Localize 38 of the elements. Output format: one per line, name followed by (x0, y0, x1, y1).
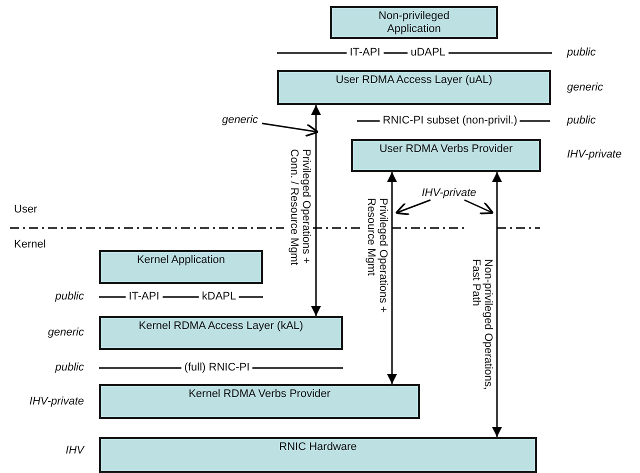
scope-label: IHV-private (29, 396, 84, 408)
layer-label: RNIC Hardware (278, 441, 358, 454)
layer-label: Kernel RDMA Access Layer (kAL) (138, 320, 304, 333)
layer-label: User RDMA Access Layer (uAL) (334, 74, 494, 87)
layer-label: User RDMA Verbs Provider (378, 143, 514, 156)
leader-arrow (262, 122, 319, 137)
layer-box (99, 384, 420, 419)
layer-box (351, 139, 541, 172)
edge-label: Privileged Operations + Conn. / Resource Mgmt (288, 149, 312, 268)
scope-label: IHV (66, 444, 84, 458)
scope-label: public (55, 362, 84, 374)
scope-label: IHV-private (567, 148, 622, 162)
layer-label: Kernel Application (136, 254, 226, 267)
annotation-label: generic (218, 113, 262, 127)
leader-arrow (395, 199, 431, 216)
interface-label: (full) RNIC-PI (181, 362, 253, 374)
arrow (492, 172, 502, 437)
layer-label: Kernel RDMA Verbs Provider (188, 388, 332, 401)
layer-box (330, 6, 498, 39)
scope-label: public (567, 114, 596, 128)
scope-label: generic (48, 326, 84, 340)
edge-label: Non-privileged Operations, Fast Path (470, 259, 494, 392)
arrow (311, 105, 321, 316)
scope-label: public (55, 290, 84, 304)
annotation-label: IHV-private (420, 186, 478, 200)
layer-box (277, 70, 551, 105)
interface-label: RNIC-PI subset (non-privil.) (380, 114, 520, 128)
layer-label: Non-privileged Application (378, 10, 450, 36)
layer-box (99, 437, 537, 473)
domain-label: Kernel (14, 238, 46, 252)
layer-box (99, 316, 343, 350)
layer-box (99, 250, 263, 284)
scope-label: public (567, 46, 596, 60)
arrow (387, 172, 397, 384)
domain-label: User (14, 204, 38, 216)
edge-label: Privileged Operations + Resource Mgmt (365, 198, 389, 315)
leader-arrow (464, 199, 494, 214)
scope-label: generic (567, 82, 604, 94)
